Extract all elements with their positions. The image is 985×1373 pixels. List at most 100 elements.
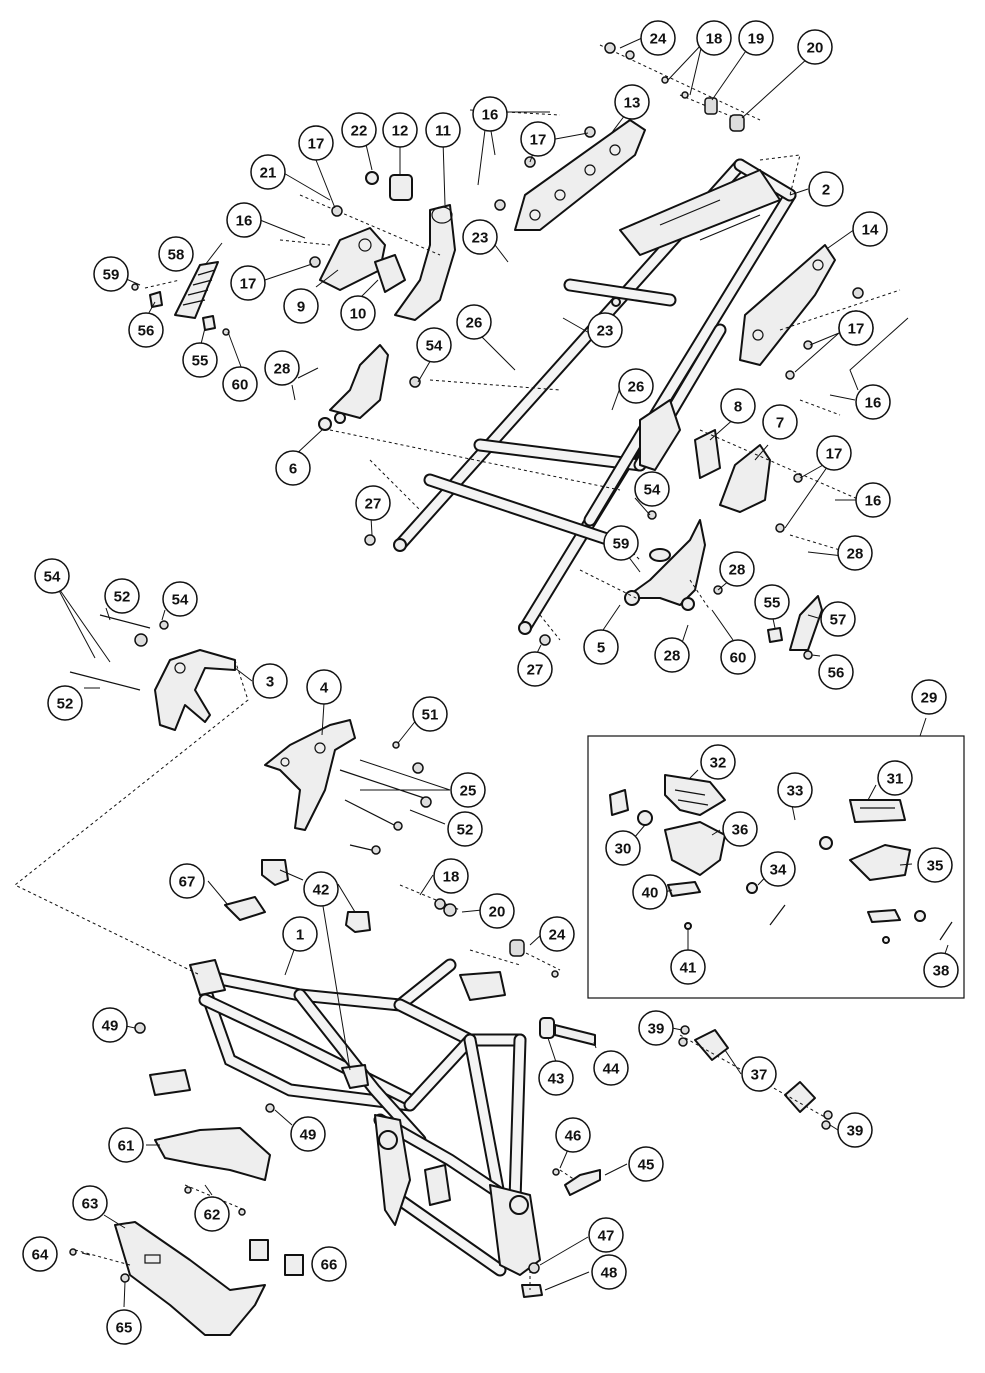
callout-28: 28	[719, 551, 755, 587]
bushing-43	[539, 1017, 555, 1039]
callout-14: 14	[852, 211, 888, 247]
callout-label: 16	[482, 107, 499, 124]
callout-26: 26	[456, 304, 492, 340]
callout-label: 58	[168, 247, 185, 264]
callout-27: 27	[355, 485, 391, 521]
callout-label: 28	[729, 562, 746, 579]
callout-42: 42	[303, 871, 339, 907]
callout-circle	[34, 558, 70, 594]
callout-28: 28	[264, 350, 300, 386]
callout-label: 66	[321, 1257, 338, 1274]
callout-49: 49	[92, 1007, 128, 1043]
part-8	[694, 429, 721, 479]
callout-63: 63	[72, 1185, 108, 1221]
callout-circle	[777, 772, 813, 808]
bracket-11	[394, 204, 456, 321]
callout-label: 32	[710, 755, 727, 772]
callout-circle	[820, 601, 856, 637]
callout-7: 7	[762, 404, 798, 440]
callout-27: 27	[517, 651, 553, 687]
callout-label: 54	[172, 592, 189, 609]
callout-circle	[416, 327, 452, 363]
callout-46: 46	[555, 1117, 591, 1153]
callout-5: 5	[583, 629, 619, 665]
callout-circle	[593, 1050, 629, 1086]
callout-label: 63	[82, 1196, 99, 1213]
callout-label: 21	[260, 165, 277, 182]
callout-52: 52	[447, 811, 483, 847]
callout-circle	[72, 1185, 108, 1221]
callout-circle	[462, 219, 498, 255]
callout-circle	[618, 368, 654, 404]
callout-59: 59	[603, 525, 639, 561]
callout-40: 40	[632, 874, 668, 910]
callout-circle	[638, 1010, 674, 1046]
callout-circle	[93, 256, 129, 292]
clamp-42c	[341, 1064, 369, 1089]
footpeg-bracket-5	[624, 519, 706, 611]
callout-29: 29	[911, 679, 947, 715]
callout-label: 40	[642, 885, 659, 902]
callout-9: 9	[283, 288, 319, 324]
callout-circle	[433, 858, 469, 894]
bolt-44	[554, 1024, 596, 1046]
part-48	[521, 1284, 543, 1298]
callout-label: 59	[613, 536, 630, 553]
callout-26: 26	[618, 368, 654, 404]
bushing-12	[389, 174, 413, 201]
callout-label: 11	[435, 123, 451, 140]
callout-circle	[837, 535, 873, 571]
callout-label: 65	[116, 1320, 133, 1337]
callout-circle	[230, 265, 266, 301]
callout-label: 55	[764, 595, 781, 612]
callout-label: 54	[426, 338, 443, 355]
callout-circle	[252, 663, 288, 699]
callout-circle	[720, 639, 756, 675]
callout-circle	[106, 1309, 142, 1345]
callout-32: 32	[700, 744, 736, 780]
callout-17: 17	[230, 265, 266, 301]
callout-circle	[640, 20, 676, 56]
callout-label: 41	[680, 960, 697, 977]
callout-19: 19	[738, 20, 774, 56]
callout-circle	[382, 112, 418, 148]
callout-48: 48	[591, 1254, 627, 1290]
callout-label: 12	[392, 123, 409, 140]
callout-24: 24	[539, 916, 575, 952]
callout-label: 27	[365, 496, 382, 513]
callout-44: 44	[593, 1050, 629, 1086]
callout-label: 23	[597, 323, 614, 340]
callout-circle	[722, 811, 758, 847]
spring-58	[174, 261, 219, 319]
callout-label: 20	[489, 904, 506, 921]
callout-circle	[450, 772, 486, 808]
bracket-4	[264, 719, 356, 831]
callout-circle	[591, 1254, 627, 1290]
callout-circle	[341, 112, 377, 148]
callout-18: 18	[433, 858, 469, 894]
callout-49: 49	[290, 1116, 326, 1152]
callout-label: 18	[443, 869, 460, 886]
block-66b	[284, 1254, 304, 1276]
callout-label: 35	[927, 858, 944, 875]
callout-circle	[855, 482, 891, 518]
callout-label: 4	[320, 680, 329, 697]
callout-16: 16	[226, 202, 262, 238]
callout-circle	[222, 366, 258, 402]
callout-circle	[877, 760, 913, 796]
part-37b	[784, 1081, 816, 1113]
callout-label: 57	[830, 612, 847, 629]
callout-13: 13	[614, 84, 650, 120]
callout-circle	[47, 685, 83, 721]
callout-52: 52	[47, 685, 83, 721]
callout-label: 8	[734, 399, 742, 416]
callout-label: 36	[732, 822, 749, 839]
bracket-3	[154, 649, 236, 731]
callout-circle	[311, 1246, 347, 1282]
main-frame	[149, 958, 541, 1277]
callout-21: 21	[250, 154, 286, 190]
callout-label: 20	[807, 40, 824, 57]
callout-label: 17	[530, 132, 547, 149]
